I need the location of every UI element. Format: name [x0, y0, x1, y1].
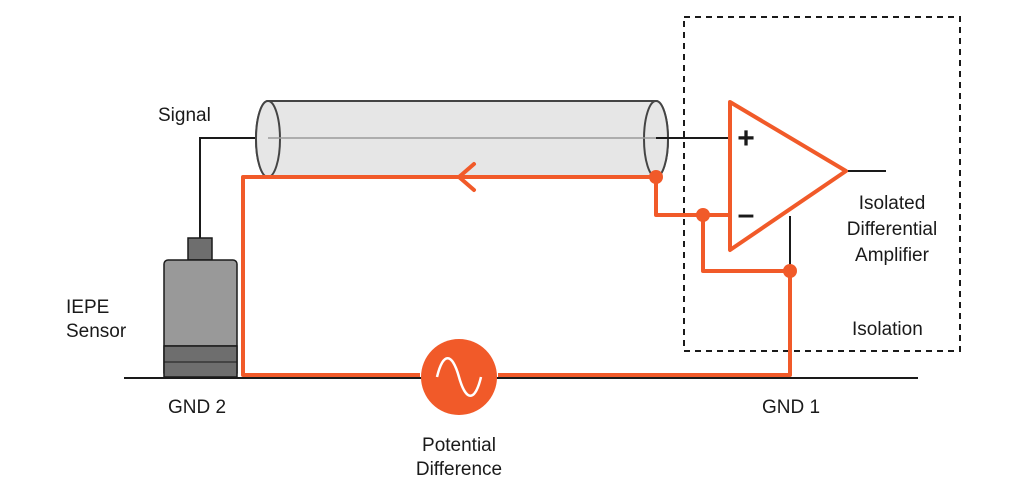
signal-label: Signal	[158, 105, 211, 126]
sensor-label-line2: Sensor	[66, 321, 127, 342]
minus-sign: –	[738, 198, 755, 231]
potential-label-line2: Difference	[415, 459, 503, 480]
amp-label-line1: Isolated	[858, 193, 926, 214]
op-amp-triangle-icon: + –	[728, 100, 848, 252]
amp-label-line2: Differential	[846, 219, 938, 240]
signal-wire	[199, 137, 268, 238]
iepe-sensor-icon	[163, 237, 238, 378]
amp-label-line3: Amplifier	[855, 245, 929, 266]
potential-label-line1: Potential	[422, 435, 496, 456]
gnd2-label: GND 2	[168, 397, 227, 418]
gnd1-label: GND 1	[762, 397, 821, 418]
isolation-label: Isolation	[852, 319, 923, 340]
coax-cable	[255, 100, 669, 178]
junction-dot	[649, 170, 663, 184]
sensor-label-line1: IEPE	[66, 297, 110, 318]
junction-dot	[783, 264, 797, 278]
junction-dot	[696, 208, 710, 222]
ac-sine-source-icon	[421, 339, 497, 415]
ground-loop-path	[241, 162, 792, 377]
plus-sign: +	[737, 122, 755, 155]
isolation-boundary	[683, 16, 961, 352]
